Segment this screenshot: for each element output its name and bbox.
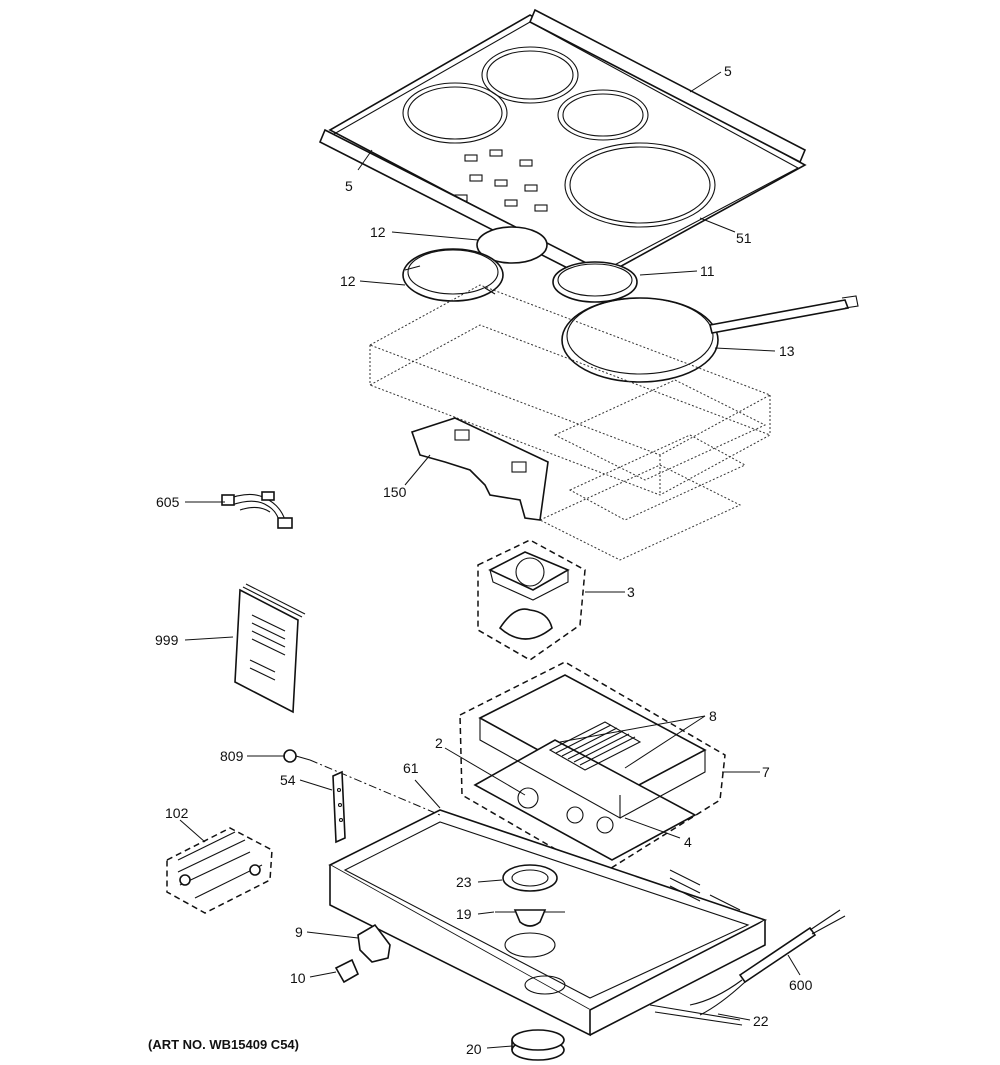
callout-22: 22 [753, 1013, 769, 1029]
element-11[interactable] [552, 261, 638, 303]
bracket-150[interactable] [410, 417, 549, 521]
callout-12-upper: 12 [370, 224, 386, 240]
callout-23: 23 [456, 874, 472, 890]
mounting-plates [368, 284, 772, 561]
trim-strip-right[interactable] [528, 8, 807, 164]
callout-809: 809 [220, 748, 244, 764]
callout-54: 54 [280, 772, 296, 788]
callout-999: 999 [155, 632, 179, 648]
clip-10[interactable] [334, 958, 360, 984]
base-pan-61[interactable] [328, 809, 768, 1037]
element-12-upper[interactable] [476, 226, 548, 264]
callout-13: 13 [779, 343, 795, 359]
wire-harness-605[interactable] [221, 491, 293, 529]
callout-19: 19 [456, 906, 472, 922]
power-cord-600[interactable] [689, 909, 846, 1016]
parts-kit-102[interactable] [166, 827, 273, 914]
ring-23[interactable] [502, 864, 558, 892]
fan-assembly-3[interactable] [477, 539, 586, 661]
control-panel-marks [454, 149, 548, 212]
control-board-assembly-7[interactable] [459, 661, 726, 876]
callout-7: 7 [762, 764, 770, 780]
element-12-lower[interactable] [402, 248, 504, 302]
callout-61: 61 [403, 760, 419, 776]
owners-manual-999[interactable] [234, 583, 306, 714]
art-number: (ART NO. WB15409 C54) [148, 1037, 299, 1052]
callout-2: 2 [435, 735, 443, 751]
callout-102: 102 [165, 805, 189, 821]
callout-20: 20 [466, 1041, 482, 1057]
callout-51: 51 [736, 230, 752, 246]
element-13[interactable] [561, 295, 859, 383]
callout-600: 600 [789, 977, 813, 993]
callout-5-left: 5 [345, 178, 353, 194]
screw-809[interactable] [283, 749, 311, 763]
callout-150: 150 [383, 484, 407, 500]
vent-slots [669, 869, 741, 911]
callout-10: 10 [290, 970, 306, 986]
callout-3: 3 [627, 584, 635, 600]
wire-leads-22[interactable] [649, 1004, 743, 1026]
callout-5-right: 5 [724, 63, 732, 79]
cooktop-glass[interactable] [328, 14, 807, 276]
manual-text-lines [249, 614, 286, 681]
heatsink [548, 721, 642, 771]
callout-8: 8 [709, 708, 717, 724]
bracket-54[interactable] [332, 770, 346, 844]
bracket-9[interactable] [357, 923, 391, 963]
leader-lines [179, 71, 801, 1049]
callout-4: 4 [684, 834, 692, 850]
fitting-19[interactable] [495, 909, 565, 927]
callout-12-lower: 12 [340, 273, 356, 289]
callout-605: 605 [156, 494, 180, 510]
callout-labels: 5 5 51 12 12 11 13 150 605 3 999 8 7 809… [148, 63, 813, 1057]
foot-20[interactable] [511, 1029, 565, 1061]
callout-9: 9 [295, 924, 303, 940]
callout-11: 11 [700, 263, 715, 279]
